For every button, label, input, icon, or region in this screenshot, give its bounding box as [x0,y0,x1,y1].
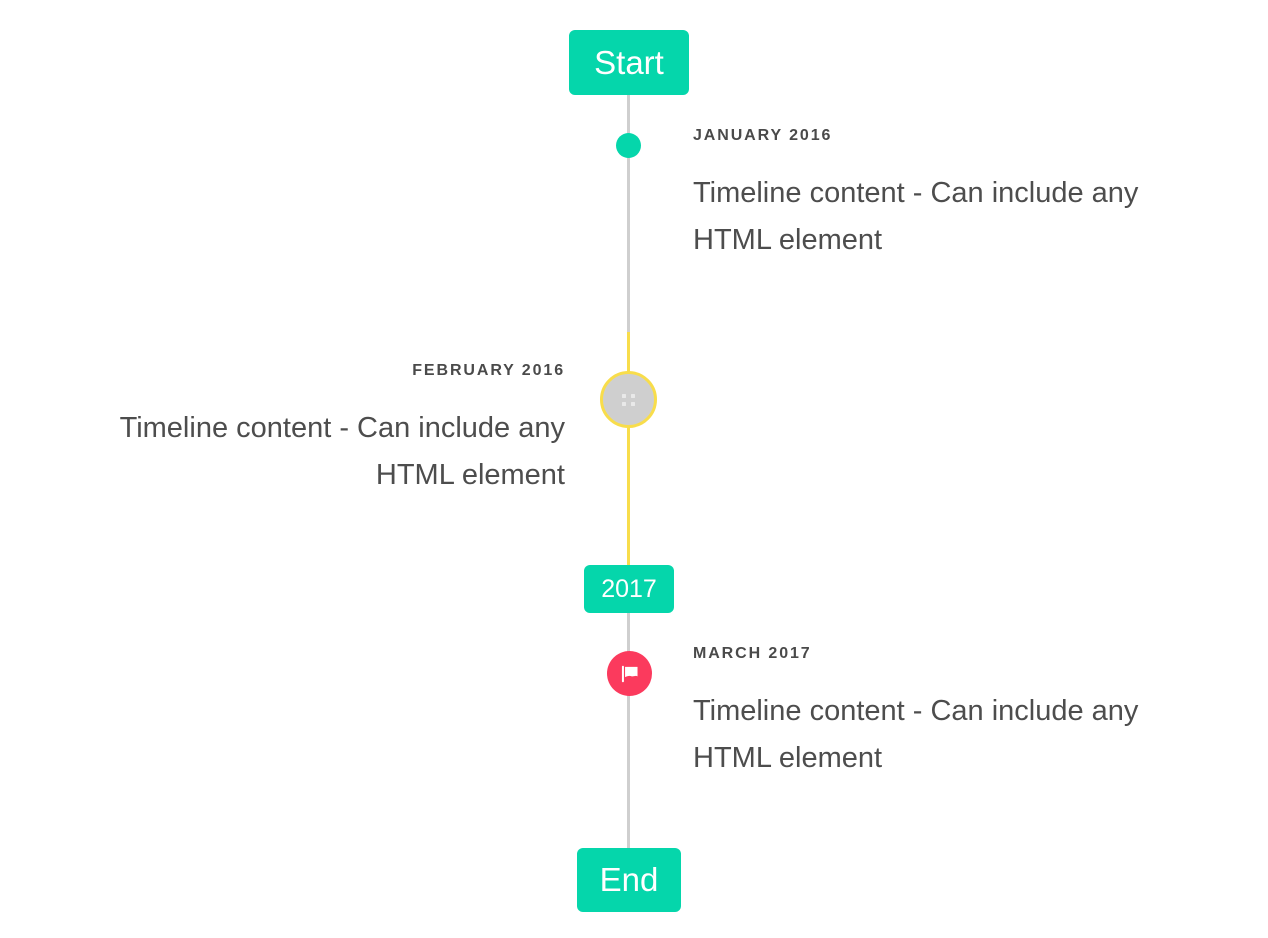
timeline-badge-start[interactable]: Start [569,30,689,95]
timeline-event-body: MARCH 2017 Timeline content - Can includ… [693,646,1216,782]
timeline-event-body: JANUARY 2016 Timeline content - Can incl… [693,128,1216,264]
timeline-event-march: MARCH 2017 Timeline content - Can includ… [0,646,1268,816]
timeline-marker-dot-icon[interactable] [616,133,641,158]
timeline-spine-segment-gray-top [627,95,630,332]
timeline-badge-year[interactable]: 2017 [584,565,674,613]
flag-icon [621,665,638,682]
timeline-event-february: FEBRUARY 2016 Timeline content - Can inc… [0,363,1268,533]
timeline-badge-end[interactable]: End [577,848,681,912]
timeline-event-text: Timeline content - Can include any HTML … [693,177,1139,256]
timeline-spine-segment-gray-bottom [627,613,630,848]
timeline-event-january: JANUARY 2016 Timeline content - Can incl… [0,128,1268,298]
timeline-event-text: Timeline content - Can include any HTML … [693,695,1139,774]
timeline-marker-flag-icon[interactable] [607,651,652,696]
timeline-spine-segment-yellow [627,332,630,565]
timeline-event-date: MARCH 2017 [693,645,812,662]
timeline-event-date: FEBRUARY 2016 [412,362,565,379]
timeline-event-text: Timeline content - Can include any HTML … [119,412,565,491]
timeline-marker-ellipsis-icon[interactable] [600,371,657,428]
timeline-event-date: JANUARY 2016 [693,127,833,144]
ellipsis-icon [621,393,635,406]
timeline-event-body: FEBRUARY 2016 Timeline content - Can inc… [42,363,565,499]
